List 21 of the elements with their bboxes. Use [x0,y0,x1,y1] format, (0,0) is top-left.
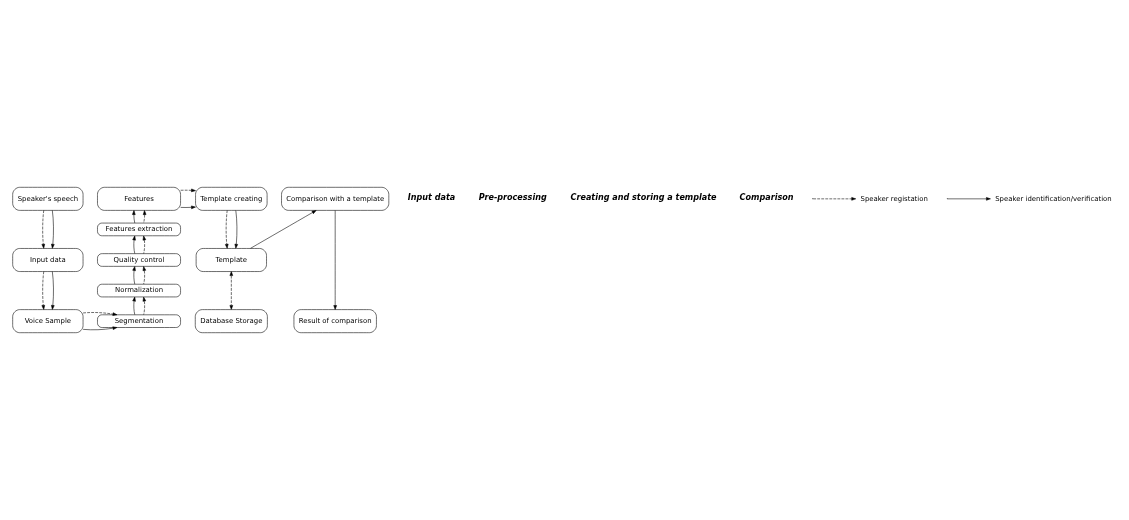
arrow [333,210,337,310]
arrow [142,296,147,315]
arrow [142,210,147,224]
arrow [132,266,136,285]
arrow [180,205,196,210]
arrow [132,296,136,315]
arrow [132,235,136,254]
arrow [82,312,118,316]
arrow [41,271,45,310]
arrow [180,188,196,193]
arrow [82,326,118,331]
arrow [51,210,55,249]
arrow [234,210,238,249]
arrow [132,210,136,224]
arrow [142,235,147,254]
arrow [51,271,55,310]
arrow [225,210,229,249]
arrow [250,210,317,249]
arrow [229,271,234,310]
arrow [41,210,45,249]
arrow [142,266,147,285]
